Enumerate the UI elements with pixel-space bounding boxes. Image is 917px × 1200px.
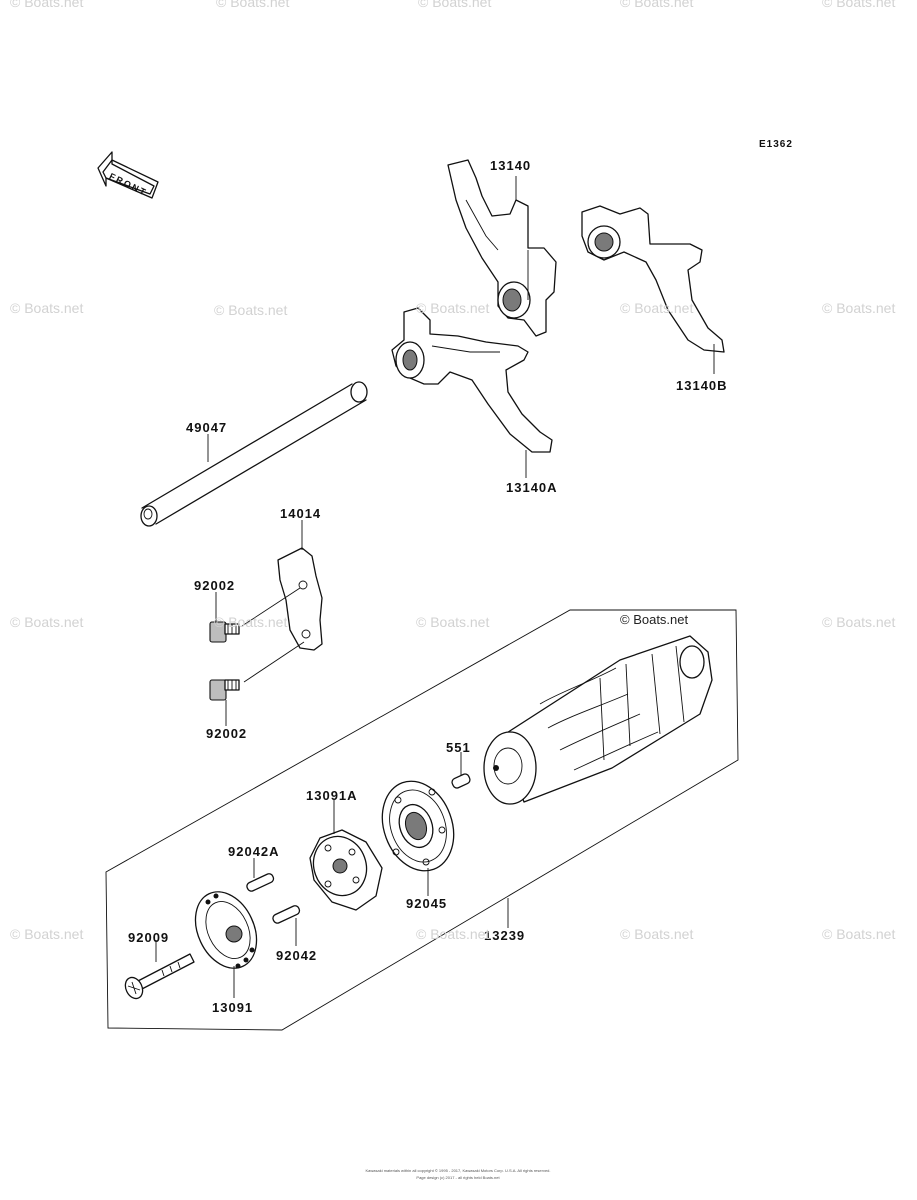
watermark: © Boats.net: [10, 0, 84, 10]
watermark: © Boats.net: [620, 612, 689, 627]
drum-holder-13091a: [309, 829, 383, 911]
drum-assembly-outline: [105, 609, 739, 1031]
pin-92042a: [246, 873, 275, 892]
watermark: © Boats.net: [418, 0, 492, 10]
watermark: © Boats.net: [620, 300, 694, 316]
drum-plate-13091: [194, 891, 258, 969]
label-92045: 92045: [406, 896, 448, 911]
watermark: © Boats.net: [822, 300, 896, 316]
label-13091a: 13091A: [306, 788, 358, 803]
shift-fork-13140b: [581, 205, 725, 353]
watermark: © Boats.net: [214, 302, 288, 318]
watermark: © Boats.net: [416, 300, 490, 316]
watermark: © Boats.net: [416, 926, 490, 942]
front-arrow-icon: [97, 151, 159, 199]
bolt-92002-bottom: [209, 679, 240, 701]
label-92042: 92042: [276, 948, 318, 963]
label-92002-top: 92002: [194, 578, 236, 593]
label-551: 551: [446, 740, 471, 755]
shift-drum: [483, 635, 713, 805]
label-14014: 14014: [280, 506, 322, 521]
watermark: © Boats.net: [216, 0, 290, 10]
watermark: © Boats.net: [10, 300, 84, 316]
watermark: © Boats.net: [214, 614, 288, 630]
label-92042a: 92042A: [228, 844, 280, 859]
copyright-line-1: Kawasaki materials within all copyright …: [365, 1168, 551, 1173]
pin-92042: [272, 905, 301, 924]
shift-fork-shaft: [140, 381, 368, 527]
label-92002-bottom: 92002: [206, 726, 248, 741]
label-13140b: 13140B: [676, 378, 728, 393]
shift-fork-13140: [447, 159, 557, 337]
label-13239: 13239: [484, 928, 526, 943]
label-13140a: 13140A: [506, 480, 558, 495]
watermark: © Boats.net: [416, 614, 490, 630]
screw-92009: [124, 953, 195, 1000]
leader-lines: [155, 176, 715, 998]
watermark: © Boats.net: [822, 614, 896, 630]
pin-551: [451, 773, 471, 789]
diagram-code: E1362: [759, 139, 793, 150]
bearing-92045: [381, 780, 455, 872]
label-92009: 92009: [128, 930, 170, 945]
label-13091: 13091: [212, 1000, 254, 1015]
label-49047: 49047: [186, 420, 228, 435]
watermark: © Boats.net: [822, 926, 896, 942]
copyright-line-2: Page design (c) 2017 - all rights held B…: [416, 1175, 500, 1180]
watermark: © Boats.net: [10, 614, 84, 630]
watermark: © Boats.net: [10, 926, 84, 942]
shift-drum-stopper-plate: [241, 547, 323, 683]
watermark: © Boats.net: [822, 0, 896, 10]
bolt-92002-top: [209, 621, 240, 643]
watermark: © Boats.net: [620, 0, 694, 10]
watermark: © Boats.net: [620, 926, 694, 942]
label-13140: 13140: [490, 158, 532, 173]
shift-fork-13140a: [391, 307, 553, 453]
